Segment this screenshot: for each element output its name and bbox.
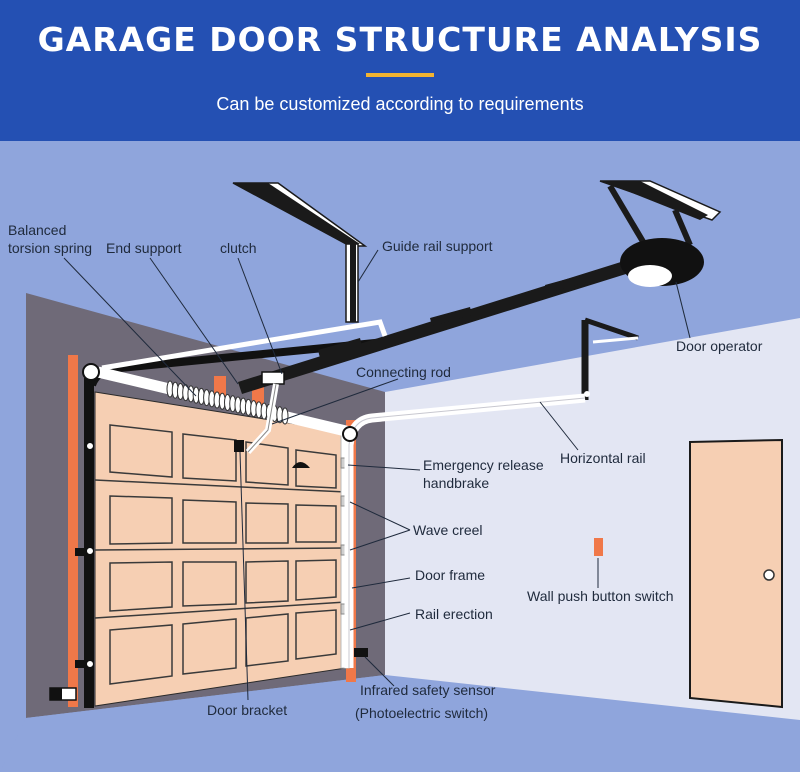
garage-illustration (0, 141, 800, 772)
label-connecting-rod: Connecting rod (356, 364, 451, 380)
leader-lines (63, 249, 691, 701)
door-bracket (234, 440, 244, 452)
guide-rail-support (232, 182, 368, 323)
header-banner (0, 0, 800, 141)
torsion-spring (166, 380, 289, 425)
label-emergency-release-2: handbrake (423, 475, 490, 491)
rail-hanger (581, 317, 639, 400)
label-end-support: End support (106, 240, 182, 256)
label-guide-rail-support: Guide rail support (382, 238, 493, 254)
operator-bracket (599, 180, 722, 247)
door-operator (620, 238, 704, 287)
emergency-release-handle (292, 462, 310, 468)
left-vertical-rail (84, 378, 94, 708)
garage-door (94, 391, 347, 707)
page-subtitle: Can be customized according to requireme… (216, 94, 584, 114)
label-door-operator: Door operator (676, 338, 763, 354)
operator-rail (238, 256, 645, 394)
label-torsion-spring-1: Balanced (8, 222, 67, 238)
label-wall-push-button-switch: Wall push button switch (527, 588, 674, 604)
label-clutch: clutch (220, 240, 257, 256)
wall-push-button (594, 538, 603, 556)
title-underline (366, 73, 434, 77)
end-support-right (342, 426, 358, 442)
spring-coil (281, 407, 289, 425)
end-support-left (82, 363, 100, 381)
label-horizontal-rail: Horizontal rail (560, 450, 646, 466)
side-door (689, 438, 783, 709)
label-infrared-sensor-2: (Photoelectric switch) (355, 705, 489, 721)
label-door-bracket: Door bracket (207, 702, 288, 718)
label-wave-creel: Wave creel (413, 522, 483, 538)
door-knob (763, 569, 775, 581)
label-emergency-release-1: Emergency release (423, 457, 544, 473)
label-torsion-spring-2: torsion spring (8, 240, 93, 256)
infrared-sensor (354, 648, 368, 657)
label-door-frame: Door frame (415, 567, 486, 583)
label-infrared-sensor-1: Infrared safety sensor (360, 682, 496, 698)
label-rail-erection: Rail erection (415, 606, 493, 622)
page-title: GARAGE DOOR STRUCTURE ANALYSIS (37, 20, 763, 59)
floor (0, 675, 800, 772)
clutch (261, 371, 285, 385)
door-frame-left (68, 355, 78, 707)
